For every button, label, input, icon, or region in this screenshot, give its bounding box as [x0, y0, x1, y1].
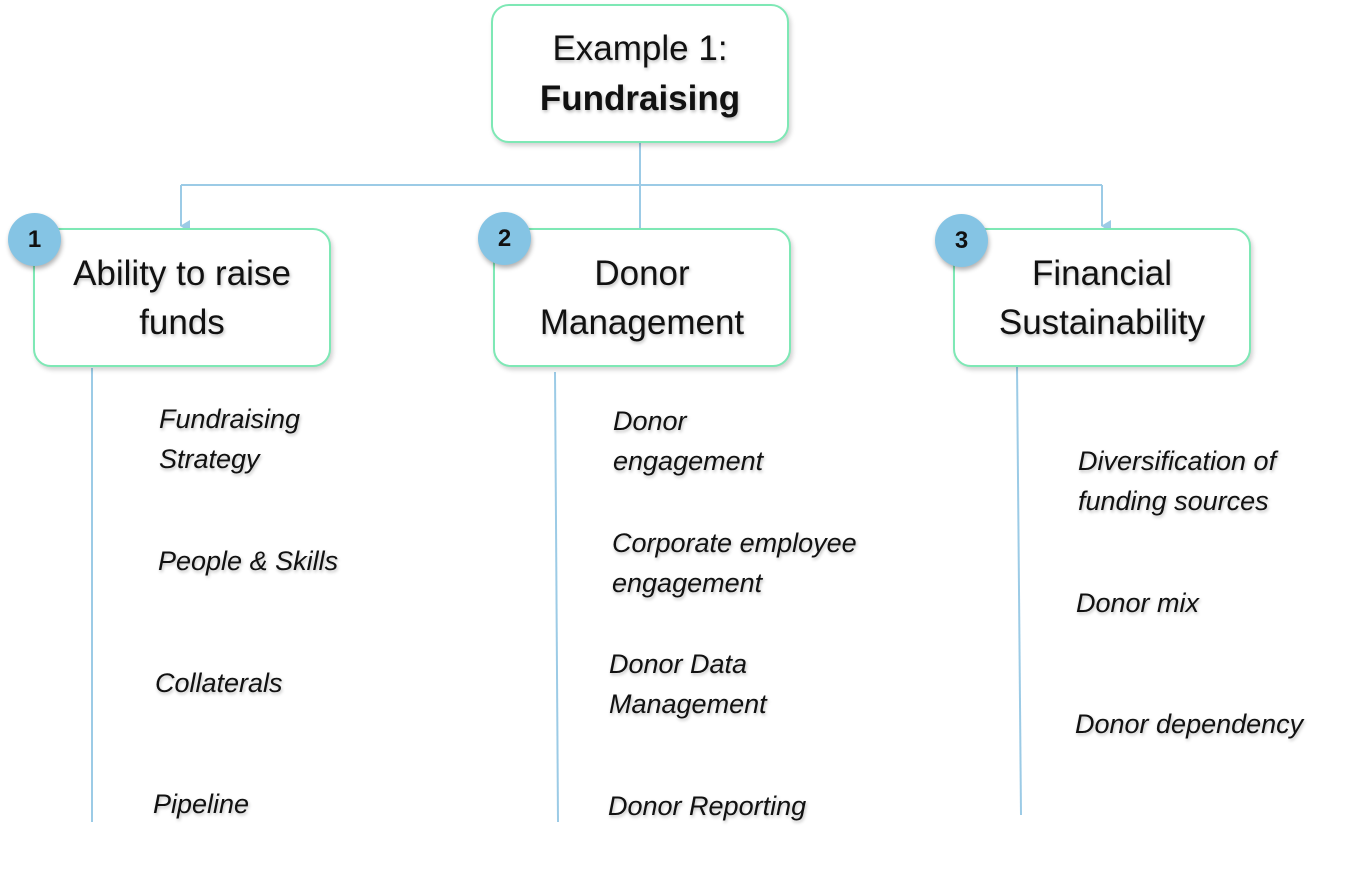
category-node-ability-to-raise-funds: Ability to raise funds	[33, 228, 331, 367]
category-node-donor-management: Donor Management	[493, 228, 791, 367]
list-item-line: People & Skills	[158, 546, 339, 576]
list-item-line: Donor	[613, 406, 687, 436]
category-title-line: Sustainability	[998, 302, 1206, 342]
category-number-badge: 1	[8, 213, 61, 266]
category-number-badge: 3	[935, 214, 988, 267]
list-item-line: engagement	[613, 446, 764, 476]
list-item: Donor engagement	[613, 401, 763, 481]
list-item: Collaterals	[155, 663, 283, 703]
root-node: Example 1: Fundraising	[491, 4, 789, 143]
category-title-line: Financial	[1031, 253, 1173, 293]
list-item: Donor dependency	[1075, 704, 1303, 744]
category-title-line: funds	[139, 302, 225, 342]
list-item-line: funding sources	[1078, 486, 1269, 516]
list-item: People & Skills	[158, 541, 338, 581]
list-item: Donor Data Management	[609, 644, 767, 724]
list-item-line: engagement	[612, 568, 763, 598]
list-item-line: Strategy	[159, 444, 260, 474]
list-item-line: Fundraising	[159, 404, 301, 434]
category-title-line: Donor	[594, 253, 690, 293]
list-item: Corporate employee engagement	[612, 523, 857, 603]
list-item-line: Donor Reporting	[608, 791, 807, 821]
category-3-list-line	[1016, 365, 1022, 816]
category-node-financial-sustainability: Financial Sustainability	[953, 228, 1251, 367]
category-number-badge: 2	[478, 212, 531, 265]
list-item-line: Donor mix	[1076, 588, 1200, 618]
root-label: Example 1:	[552, 28, 728, 68]
list-item: Diversification of funding sources	[1078, 441, 1276, 521]
list-item-line: Donor Data	[609, 649, 748, 679]
category-title-line: Management	[539, 302, 745, 342]
list-item: Pipeline	[153, 784, 249, 824]
list-item: Fundraising Strategy	[159, 399, 300, 479]
list-item-line: Donor dependency	[1075, 709, 1304, 739]
list-item: Donor Reporting	[608, 786, 806, 826]
category-2-list-line	[554, 371, 559, 823]
list-item-line: Pipeline	[153, 789, 250, 819]
category-title-line: Ability to raise	[73, 253, 291, 293]
list-item-line: Diversification of	[1078, 446, 1277, 476]
list-item-line: Collaterals	[155, 668, 283, 698]
list-item-line: Corporate employee	[612, 528, 857, 558]
list-item-line: Management	[609, 689, 767, 719]
root-title: Fundraising	[539, 78, 741, 118]
list-item: Donor mix	[1076, 583, 1199, 623]
